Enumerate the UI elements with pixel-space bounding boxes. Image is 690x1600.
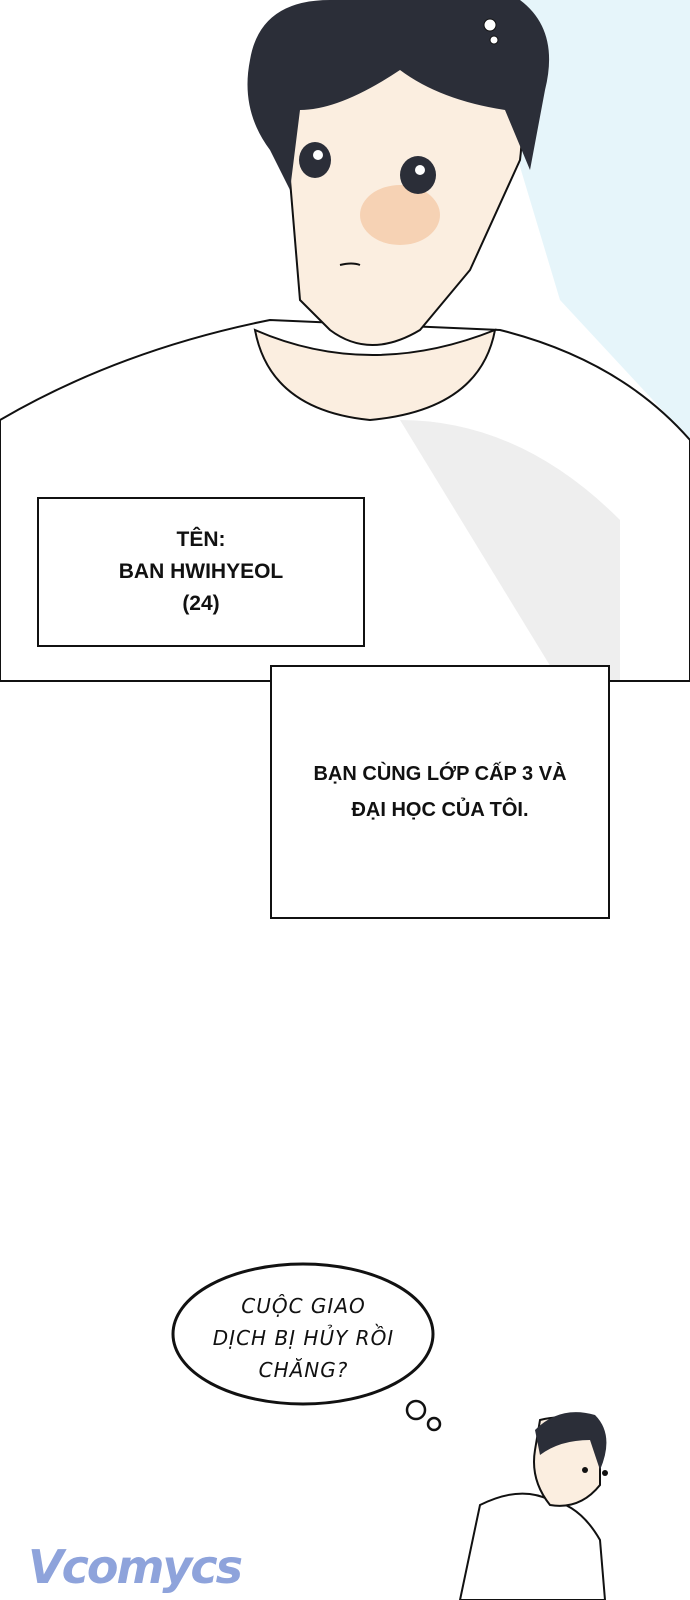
bubble-line: CUỘC GIAO bbox=[241, 1294, 366, 1318]
vcomycs-watermark-logo: Vcomycs bbox=[28, 1540, 243, 1594]
small-character-illustration bbox=[458, 1412, 608, 1600]
caption-name: BAN HWIHYEOL bbox=[118, 560, 284, 583]
caption-line: BẠN CÙNG LỚP CẤP 3 VÀ bbox=[313, 763, 567, 785]
bubble-line: CHĂNG? bbox=[258, 1358, 349, 1382]
caption-label: TÊN: bbox=[176, 528, 226, 551]
relation-caption-box: BẠN CÙNG LỚP CẤP 3 VÀ ĐẠI HỌC CỦA TÔI. bbox=[270, 665, 610, 919]
bubble-line: DỊCH BỊ HỦY RỒI bbox=[212, 1326, 395, 1350]
caption-line: ĐẠI HỌC CỦA TÔI. bbox=[351, 799, 529, 821]
caption-age: (24) bbox=[182, 592, 220, 615]
thought-bubble bbox=[171, 1262, 442, 1432]
thought-bubble-text: CUỘC GIAO DỊCH BỊ HỦY RỒI CHĂNG? bbox=[171, 1290, 436, 1386]
name-caption-box: TÊN: BAN HWIHYEOL (24) bbox=[37, 497, 365, 647]
